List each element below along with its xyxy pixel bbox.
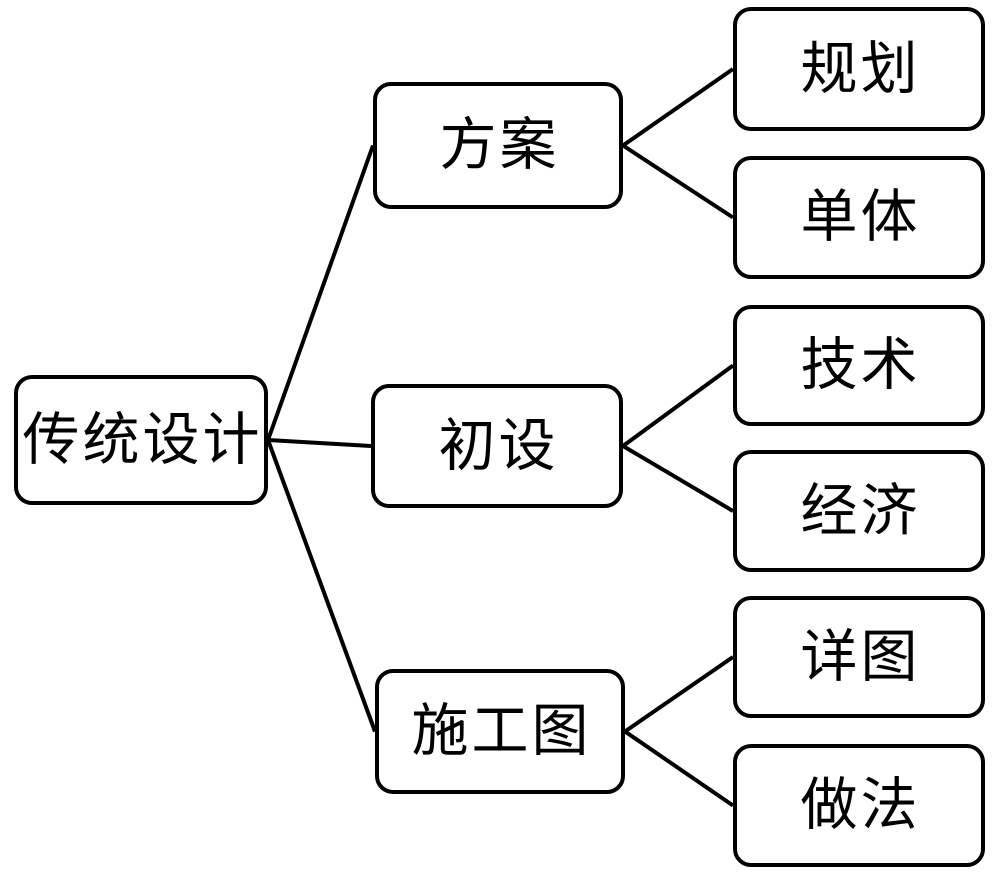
node-detail-drawing: 详图 bbox=[733, 596, 985, 718]
node-single-building: 单体 bbox=[733, 156, 985, 279]
edge-root-fangan bbox=[266, 144, 375, 441]
node-construction-method: 做法 bbox=[733, 744, 985, 867]
edge-root-shigongtu bbox=[266, 439, 377, 733]
node-planning: 规划 bbox=[733, 7, 985, 131]
edge-shigongtu-xiangtu bbox=[623, 655, 735, 734]
edge-chushe-jingji bbox=[621, 444, 735, 513]
edge-shigongtu-zuofa bbox=[623, 729, 735, 808]
edge-chushe-jishu bbox=[621, 363, 735, 448]
node-technical: 技术 bbox=[733, 305, 985, 426]
edge-root-chushe bbox=[267, 438, 372, 448]
node-construction-drawing: 施工图 bbox=[375, 669, 625, 794]
node-economic: 经济 bbox=[733, 450, 985, 572]
node-traditional-design: 传统设计 bbox=[14, 375, 268, 505]
node-scheme-design: 方案 bbox=[373, 82, 623, 209]
node-preliminary-design: 初设 bbox=[371, 384, 623, 508]
edge-fangan-guihua bbox=[621, 67, 735, 148]
edge-fangan-danti bbox=[621, 143, 735, 220]
